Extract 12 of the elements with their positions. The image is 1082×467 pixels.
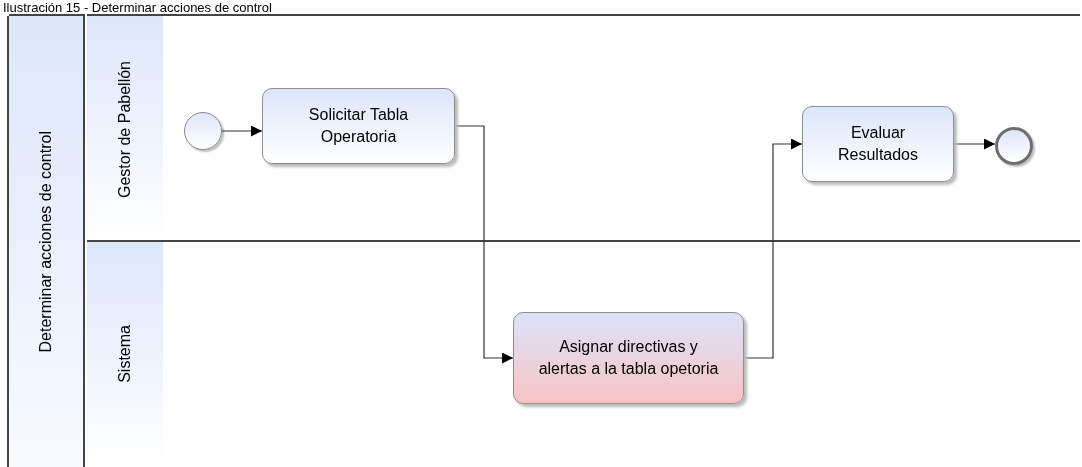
lane-title: Sistema xyxy=(115,324,134,383)
task-box: Solicitar Tabla Operatoria xyxy=(262,88,455,164)
lane-title: Gestor de Pabellón xyxy=(115,60,134,198)
pool-title: Determinar acciones de control xyxy=(36,130,55,353)
arrow xyxy=(454,125,514,364)
figure-title: Ilustración 15 - Determinar acciones de control xyxy=(3,0,272,15)
task-box: Evaluar Resultados xyxy=(802,106,954,182)
arrow xyxy=(953,138,996,150)
task-box: Asignar directivas y alertas a la tabla opetoria xyxy=(513,312,744,404)
arrow xyxy=(221,125,263,137)
arrow xyxy=(743,138,803,359)
pool xyxy=(7,16,1080,467)
